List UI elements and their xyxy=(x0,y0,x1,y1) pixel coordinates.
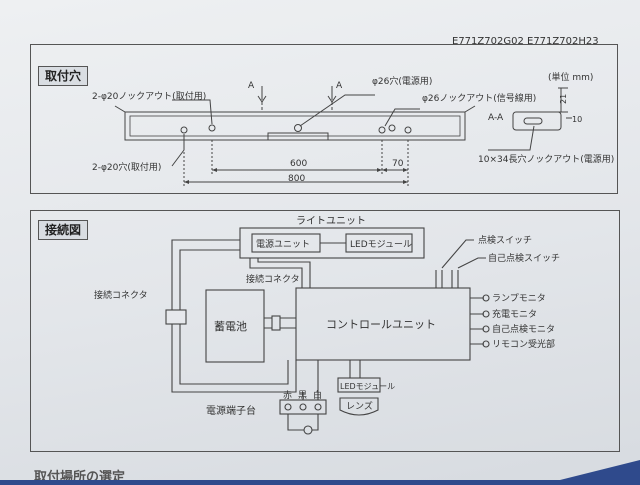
wire-black-label: 黒 xyxy=(298,390,307,401)
light-unit-label: ライトユニット xyxy=(296,215,366,227)
lens-label: レンズ xyxy=(346,400,373,412)
mount-hole-left xyxy=(180,126,188,134)
section-aa-label: A-A xyxy=(488,113,504,123)
knockout-mount-right xyxy=(388,124,396,132)
connector-mid xyxy=(271,315,281,331)
power-unit-label: 電源ユニット xyxy=(256,239,310,250)
terminal-white xyxy=(314,403,322,411)
light-unit-box xyxy=(239,227,425,259)
leader-slot xyxy=(488,125,535,151)
self-check-monitor-led xyxy=(482,325,490,333)
leader-knockout-mount xyxy=(172,99,213,125)
section-marker-right: A xyxy=(336,81,343,91)
dim-21-line xyxy=(558,87,568,113)
section-arrow-right xyxy=(327,86,337,103)
section-aa-profile xyxy=(512,111,562,131)
self-check-switch-label: 自己点検スイッチ xyxy=(488,252,560,264)
mount-hole-right xyxy=(404,126,412,134)
switch-stems xyxy=(435,270,459,288)
signal-knockout xyxy=(378,126,386,134)
monitor-wires xyxy=(470,297,484,345)
remote-receiver-led xyxy=(482,340,490,348)
mounting-section-frame xyxy=(30,44,618,194)
knockout-mount-left xyxy=(208,124,216,132)
unit-note: (単位 mm) xyxy=(548,71,593,83)
mount-hole-text: 2-φ20穴(取付用) xyxy=(92,161,161,173)
battery-box xyxy=(205,289,265,363)
led-small-box xyxy=(337,377,381,393)
switch-leaders xyxy=(441,239,486,269)
section-aa-slot xyxy=(523,117,543,125)
remote-receiver-label: リモコン受光部 xyxy=(492,338,555,350)
self-check-monitor-label: 自己点検モニタ xyxy=(492,323,555,335)
fixture-center-plate xyxy=(267,132,329,141)
dim-70-text: 70 xyxy=(392,159,404,169)
light-unit-feed xyxy=(249,258,311,288)
led-module-label: LEDモジュール xyxy=(350,240,412,250)
battery-wires xyxy=(264,317,296,329)
wire-red-label: 赤 xyxy=(283,390,292,401)
charge-monitor-led xyxy=(482,310,490,318)
slot-note-text: 10×34長穴ノックアウト(電源用) xyxy=(478,153,614,165)
leader-signal-knockout xyxy=(384,108,420,127)
lens-shape xyxy=(339,397,379,416)
terminal-wires xyxy=(302,360,319,400)
power-hole xyxy=(294,124,302,132)
section-arrow-left xyxy=(257,86,267,103)
led-small-label: LEDモジュール xyxy=(340,382,395,391)
dim-800-text: 800 xyxy=(288,174,305,184)
connector-left-label: 接続コネクタ xyxy=(94,289,148,301)
dim-10-line xyxy=(560,117,572,126)
model-codes: E771Z702G02 E771Z702H23 xyxy=(452,36,599,47)
terminal-block xyxy=(279,399,327,415)
charge-monitor-label: 充電モニタ xyxy=(492,308,537,320)
leader-power-hole xyxy=(299,94,375,127)
section-line xyxy=(261,102,333,112)
connector-left xyxy=(165,309,187,325)
dim-600-text: 600 xyxy=(290,159,307,169)
control-unit-label: コントロールユニット xyxy=(326,318,436,331)
section-marker-left: A xyxy=(248,81,255,91)
cable-outer xyxy=(171,239,297,393)
dim-10-text: 10 xyxy=(572,115,582,124)
terminal-block-label: 電源端子台 xyxy=(206,404,256,417)
terminal-black xyxy=(299,403,307,411)
signal-knockout-text: φ26ノックアウト(信号線用) xyxy=(422,92,536,104)
power-hole-text: φ26穴(電源用) xyxy=(372,75,432,87)
led-wires xyxy=(349,360,361,378)
wiring-section-frame xyxy=(30,210,620,452)
inspection-switch-label: 点検スイッチ xyxy=(478,234,532,246)
knockout-mount-text: 2-φ20ノックアウト(取付用) xyxy=(92,91,206,102)
ac-supply-symbol xyxy=(303,425,313,435)
leader-mount-hole xyxy=(171,134,185,167)
dim-extension-lines xyxy=(183,140,409,187)
wiring-section-title: 接続図 xyxy=(38,220,89,240)
terminal-red xyxy=(284,403,292,411)
footer-partial-text: 取付場所の選定 xyxy=(34,470,126,485)
fixture-inner-outline xyxy=(129,115,461,137)
battery-label: 蓄電池 xyxy=(214,320,247,333)
mounting-section-title: 取付穴 xyxy=(38,66,89,86)
connector-mid-label: 接続コネクタ xyxy=(246,273,300,285)
supply-loop xyxy=(287,414,319,431)
fixture-flange xyxy=(114,105,476,113)
lamp-monitor-led xyxy=(482,294,490,302)
control-unit-box xyxy=(295,287,471,361)
cable-inner xyxy=(179,249,289,385)
lamp-monitor-label: ランプモニタ xyxy=(492,293,546,304)
wire-white-label: 白 xyxy=(313,389,322,401)
dim-21-text: 21 xyxy=(559,94,568,104)
